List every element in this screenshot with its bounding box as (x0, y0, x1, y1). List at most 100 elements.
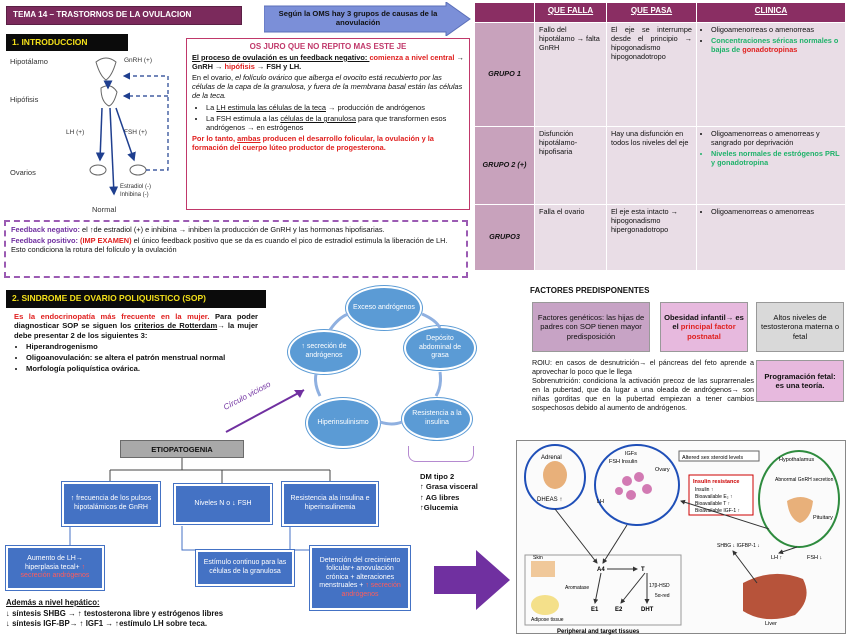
cycle-arrows (314, 312, 442, 426)
e2-label: E2 (615, 607, 623, 613)
normal-label: Normal (92, 205, 117, 214)
dm-bracket (408, 446, 474, 462)
box-list: La LH estimula las células de la teca → … (192, 103, 464, 132)
table-row: GRUPO 2 (+) Disfunción hipotálamo-hipofi… (474, 126, 846, 205)
ovary-circle (594, 444, 680, 526)
dht-label: DHT (641, 607, 654, 613)
criteria-list: Hiperandrogenismo Oligoanovulación: se a… (14, 342, 258, 374)
box-list-item-lh: La LH estimula las células de la teca → … (206, 103, 464, 112)
cycle-resistencia-insulina: Resistencia a la insulina (402, 398, 472, 440)
p2-b: el folículo ovárico que alberga el ovoci… (192, 72, 463, 100)
row-clinica: Oligoamenorreas o amenorreas y sangrado … (696, 126, 846, 205)
box-paragraph-1: El proceso de ovulación es un feedback n… (192, 53, 464, 71)
adipose-label: Adipose tissue (531, 617, 564, 623)
box-list-item-fsh: La FSH estimula a las células de la gran… (206, 114, 464, 132)
who-groups-table: QUE FALLA QUE PASA CLINICA GRUPO 1 Fallo… (474, 2, 846, 271)
adrenal-gland (543, 461, 567, 489)
etio-sub-lh: Aumento de LH→ hiperplasia tecal+ ↑ secr… (6, 546, 104, 590)
gnrh-fig-label: Abnormal GnRH secretion (775, 477, 834, 483)
p1-a: El proceso de ovulación es un feedback n… (192, 52, 370, 62)
big-arrow (434, 550, 510, 610)
factores-text: ROIU: en casos de desnutrición→ el páncr… (532, 358, 754, 412)
fsh-down-label: FSH ↓ (807, 555, 823, 561)
box-paragraph-3: Por lo tanto, ambas producen el desarrol… (192, 134, 434, 153)
etiopatogenia-title: ETIOPATOGENIA (120, 440, 244, 458)
estradiol-label: Estradiol (-) (120, 184, 151, 190)
row-group: GRUPO3 (474, 204, 535, 271)
ins-item: Bioavailable IGF-1 ↑ (695, 508, 740, 514)
e1-label: E1 (591, 607, 599, 613)
5ared-label: 5α-red (655, 593, 670, 599)
hipofisis-label: Hipófisis (10, 95, 39, 104)
dm-item: ↑ AG libres (420, 492, 460, 502)
factor-testosterona: Altos niveles de testosterona materna o … (756, 302, 844, 352)
cycle-secrecion-androgenos: ↑ secreción de andrógenos (288, 330, 360, 374)
skin-shape (531, 561, 555, 577)
altered-label: Altered sex steroid levels (682, 455, 743, 461)
dm-list: DM tipo 2 ↑ Grasa visceral ↑ AG libres ↑… (420, 472, 490, 513)
skin-label: Skin (533, 555, 543, 561)
row-group: GRUPO 2 (+) (474, 126, 535, 205)
hepatic-item: ↓ síntesis SHBG → ↑ testosterona libre y… (6, 608, 224, 618)
factor-geneticos: Factores genéticos: las hijas de padres … (532, 302, 650, 352)
dm-item: ↑ Grasa visceral (420, 482, 478, 492)
hepatic-item: ↓ síntesis IGF-BP→ ↑ IGF1 → ↑estímulo LH… (6, 619, 208, 629)
adipose-shape (531, 595, 559, 615)
ovary-left-shape (89, 164, 107, 176)
etio-pulsos-gnrh: ↑ frecuencia de los pulsos hipotalámicos… (62, 482, 160, 526)
roiu-text: ROIU: en casos de desnutrición→ el páncr… (532, 358, 754, 376)
gnrh-label: GnRH (+) (124, 57, 152, 64)
liver-shape (743, 573, 807, 620)
hepatic-section: Además a nivel hepático: ↓ síntesis SHBG… (6, 598, 306, 630)
feedback-positive: Feedback positivo: (IMP EXAMEN) el único… (11, 236, 448, 255)
dm-item: DM tipo 2 (420, 472, 455, 481)
oms-arrow: Según la OMS hay 3 grupos de causas de l… (264, 2, 472, 36)
circulo-vicioso-arrow (225, 389, 305, 433)
row-group: GRUPO 1 (474, 22, 535, 127)
sobrenutricion-text: Sobrenutrición: condiciona la activación… (532, 376, 754, 412)
hsd17-label: 17β-HSD (649, 583, 670, 589)
row-pasa: El eje se interrumpe desde el principio … (606, 22, 697, 127)
hpo-axis-diagram: Hipotálamo Hipófisis Ovarios GnRH (+) LH… (10, 57, 169, 214)
p1-e: → FSH y LH. (254, 61, 302, 71)
inhibina-label: Inhibina (-) (120, 192, 149, 198)
dheas-label: DHEAS ↑ (537, 497, 562, 503)
table-row: GRUPO 1 Fallo del hipotálamo → falta GnR… (474, 22, 846, 127)
etio-fsh: Niveles N o ↓ FSH (174, 484, 272, 524)
p1-b: comienza a nivel central (369, 52, 455, 62)
peripheral-box (524, 554, 682, 626)
oms-arrow-text: Según la OMS hay 3 grupos de causas de l… (278, 9, 438, 28)
hypothalamus-label: Hypothalamus (779, 457, 814, 463)
sop-description: Es la endocrinopatía más frecuente en la… (14, 312, 258, 376)
lh-fig-label: LH (597, 499, 604, 505)
ovary-label: Ovary (655, 467, 670, 473)
row-clinica: Oligoamenorreas o amenorreasConcentracio… (696, 22, 846, 127)
table-row: GRUPO3 Falla el ovario El eje esta intac… (474, 204, 846, 271)
cycle-exceso-androgenos: Exceso andrógenos (346, 286, 422, 330)
ovary-right-shape (129, 164, 147, 176)
hepatic-title: Además a nivel hepático: (6, 598, 100, 607)
row-pasa: El eje esta intacto → hipogonadismo hipe… (606, 204, 697, 271)
feedback-negative: Feedback negativo: el ↑de estradiol (+) … (11, 225, 385, 234)
fsh-label: FSH (+) (124, 129, 147, 136)
p1-c: → GnRH → (192, 52, 464, 71)
lh-label: LH (+) (66, 129, 84, 136)
etio-resistencia-insulina: Resistencia ala insulina e hiperinsuline… (282, 482, 378, 526)
col-header-pasa: QUE PASA (606, 2, 697, 23)
dm-item: ↑Glucemia (420, 502, 458, 512)
criteria-item: Hiperandrogenismo (26, 342, 258, 351)
ins-item: Bioavailable E₂ ↑ (695, 494, 733, 500)
criteria-item: Oligoanovulación: se altera el patrón me… (26, 353, 258, 362)
box-paragraph-2: En el ovario, el folículo ovárico que al… (192, 73, 464, 100)
pituitary-shape (100, 85, 118, 107)
ins-item: Bioavailable T ↑ (695, 501, 730, 507)
row-clinica: Oligoamenorreas o amenorreas (696, 204, 846, 271)
section-header-sop: 2. SINDROME DE OVARIO POLIQUISTICO (SOP) (6, 290, 266, 308)
etio-connectors (109, 458, 331, 484)
pcos-pathophysiology-figure: Adrenal DHEAS ↑ IGFs FSH Insulin Ovary L… (516, 440, 846, 635)
altered-box (678, 450, 760, 462)
ovarios-label: Ovarios (10, 168, 36, 177)
igfs-label: IGFs (625, 451, 637, 457)
figure-canvas: Adrenal DHEAS ↑ IGFs FSH Insulin Ovary L… (524, 444, 840, 635)
col-header-falla: QUE FALLA (534, 2, 607, 23)
